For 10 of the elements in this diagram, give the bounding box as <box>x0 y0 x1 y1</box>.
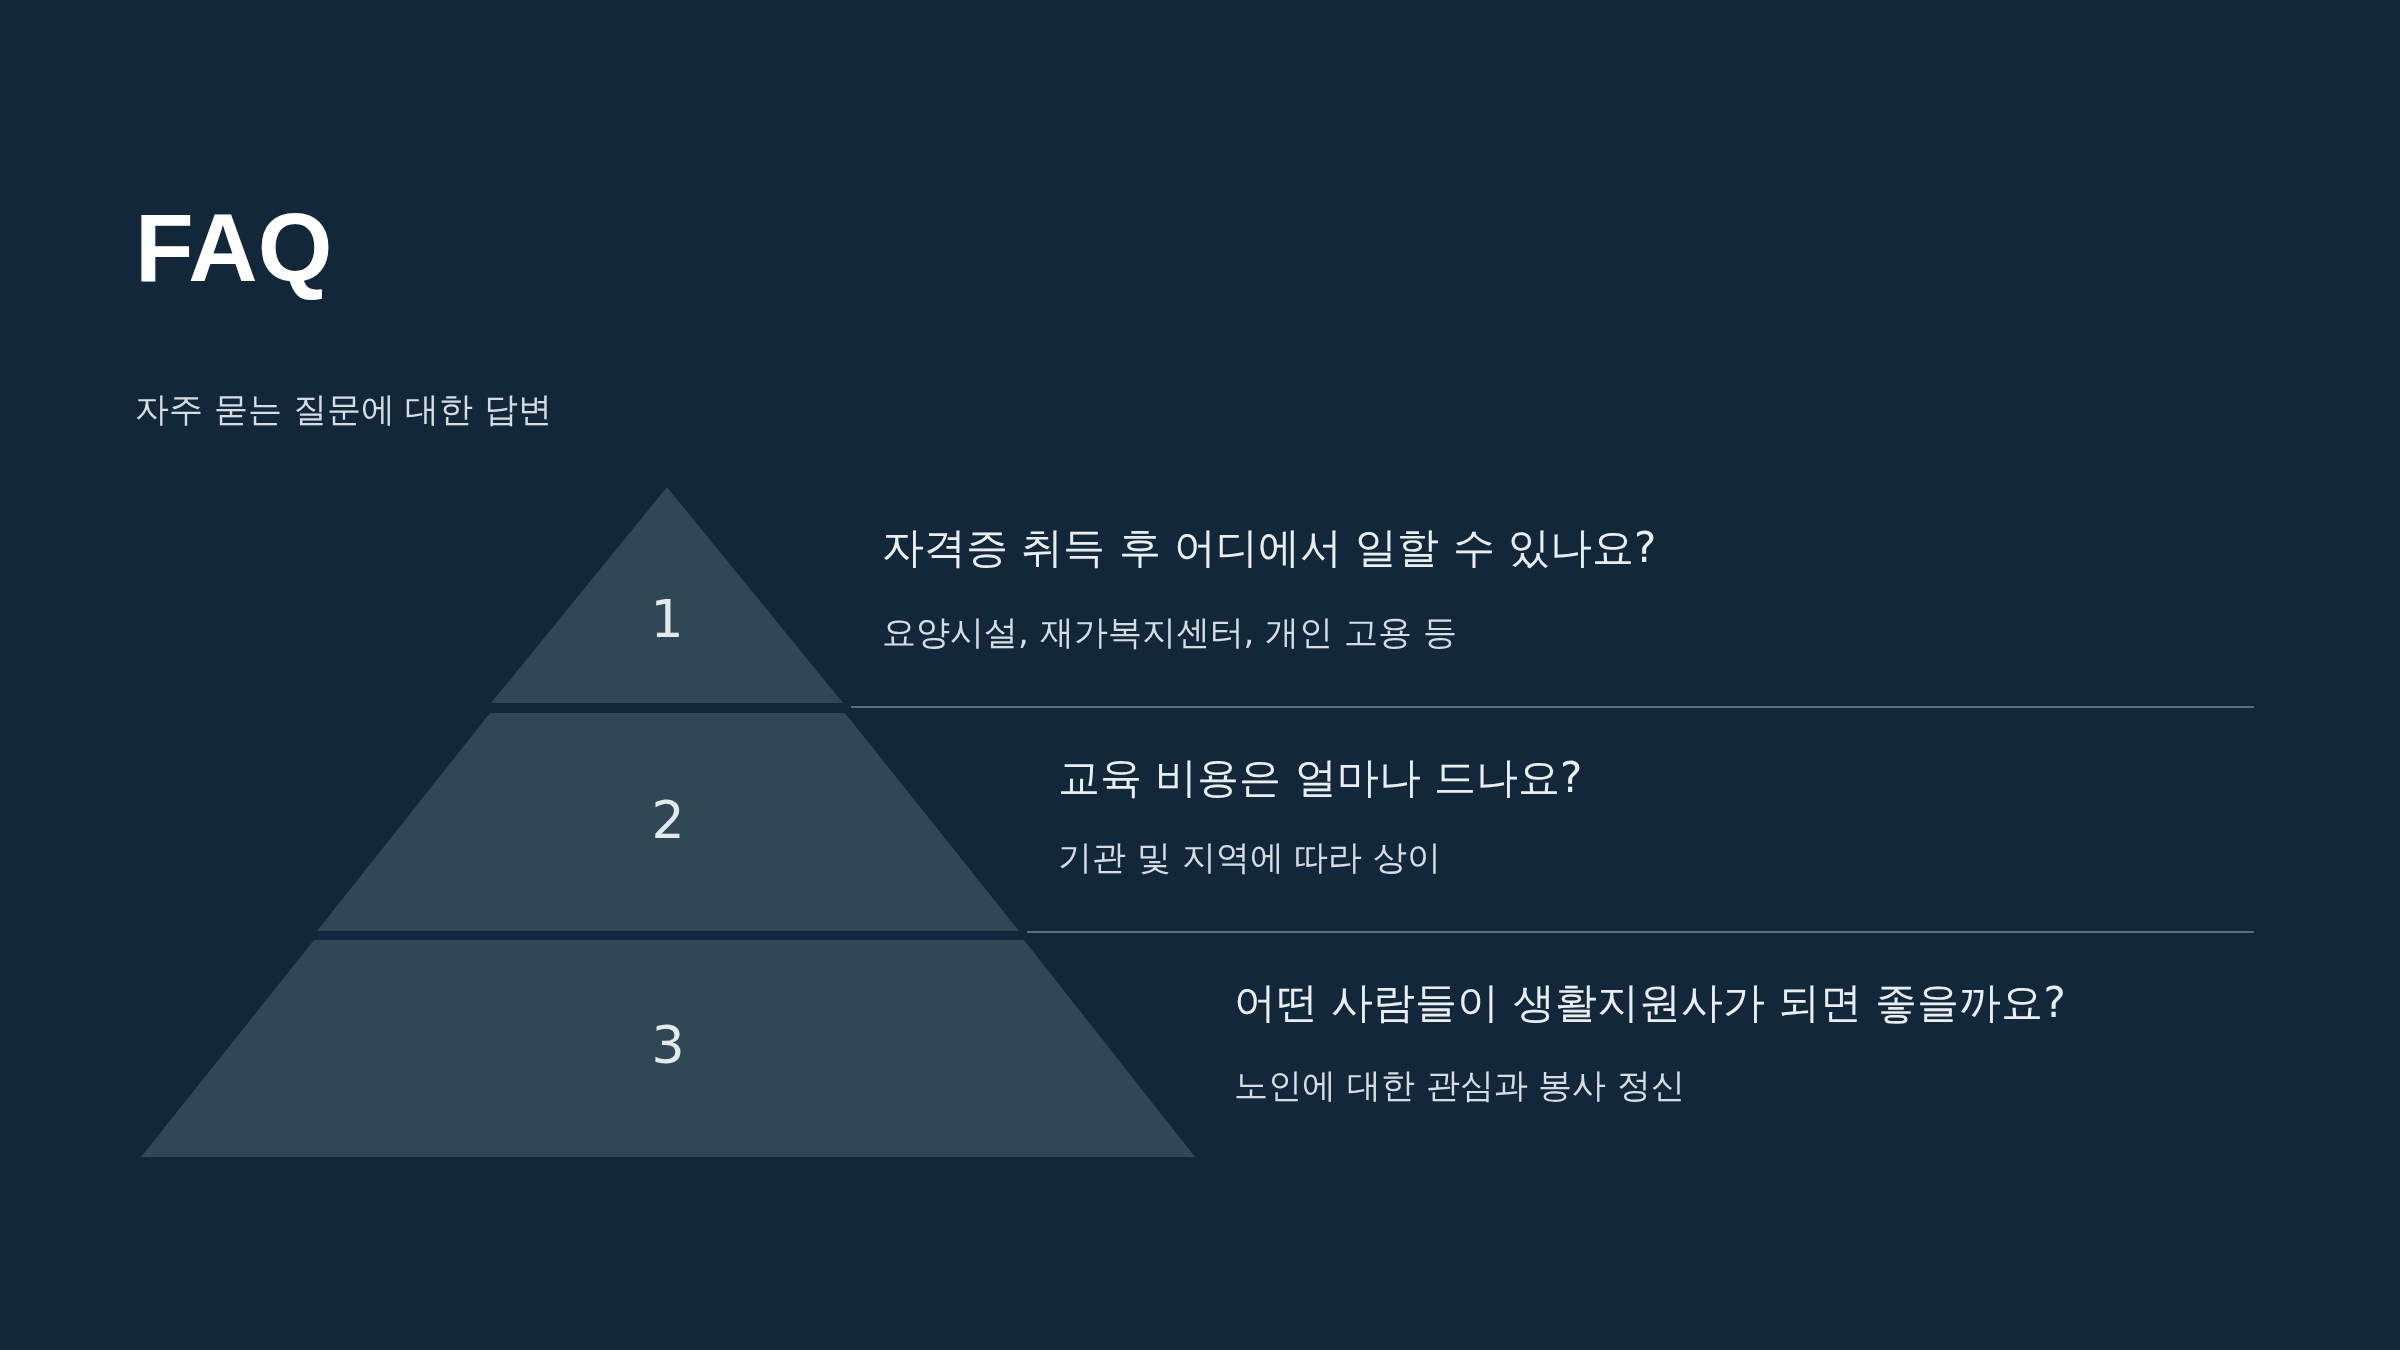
question-text: 자격증 취득 후 어디에서 일할 수 있나요? <box>882 522 1657 574</box>
answer-text: 기관 및 지역에 따라 상이 <box>1058 836 1442 879</box>
tier-number: 3 <box>650 1015 686 1075</box>
question-text: 어떤 사람들이 생활지원사가 되면 좋을까요? <box>1234 977 2066 1029</box>
question-text: 교육 비용은 얼마나 드나요? <box>1058 752 1583 804</box>
tier-number: 1 <box>649 589 685 649</box>
answer-text: 요양시설, 재가복지센터, 개인 고용 등 <box>882 611 1457 654</box>
answer-text: 노인에 대한 관심과 봉사 정신 <box>1234 1064 1686 1107</box>
subtitle: 자주 묻는 질문에 대한 답변 <box>135 388 553 431</box>
tier-number: 2 <box>650 790 686 850</box>
